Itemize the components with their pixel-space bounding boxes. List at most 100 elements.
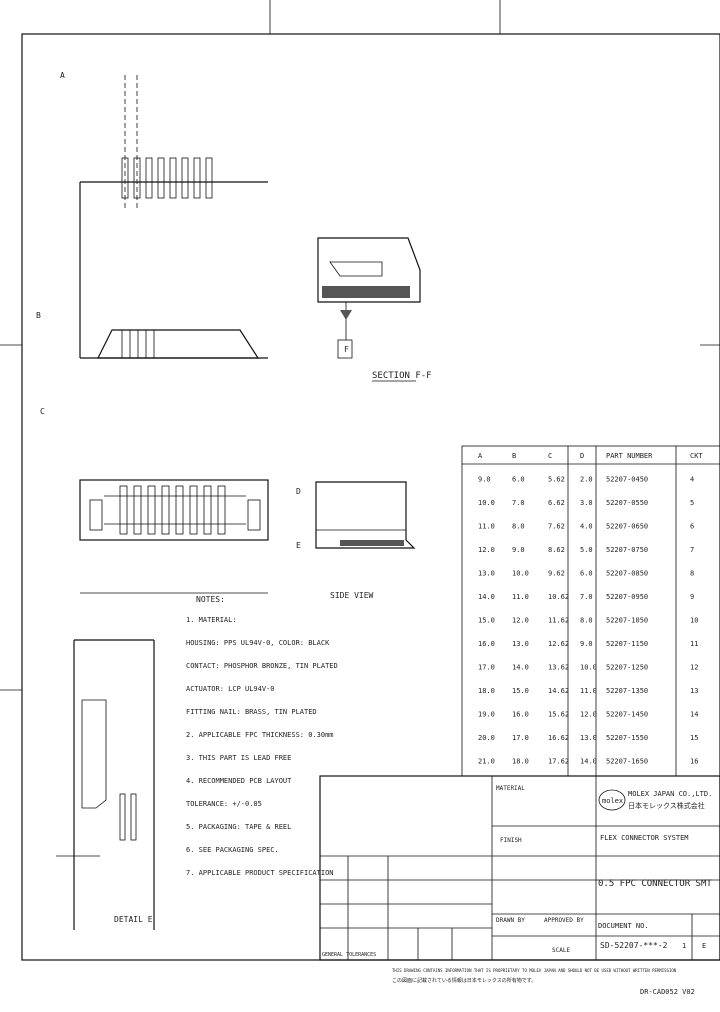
table-cell: 13.0 bbox=[478, 570, 495, 578]
table-cell: 8.62 bbox=[548, 546, 565, 554]
material-label: MATERIAL bbox=[496, 785, 525, 792]
table-cell: 14.62 bbox=[548, 687, 569, 695]
table-cell: 52207-1450 bbox=[606, 711, 648, 719]
note-line: FITTING NAIL: BRASS, TIN PLATED bbox=[186, 708, 317, 716]
table-cell: 4 bbox=[690, 476, 694, 484]
disclaimer-line-1: THIS DRAWING CONTAINS INFORMATION THAT I… bbox=[392, 968, 677, 973]
table-header-cell: PART NUMBER bbox=[606, 452, 653, 460]
table-cell: 7.0 bbox=[512, 499, 525, 507]
note-line: CONTACT: PHOSPHOR BRONZE, TIN PLATED bbox=[186, 662, 338, 670]
table-cell: 11 bbox=[690, 640, 698, 648]
callout-a: A bbox=[60, 71, 65, 80]
detail-e-view: DETAIL E bbox=[56, 639, 155, 930]
table-cell: 17.62 bbox=[548, 758, 569, 766]
table-cell: 15.0 bbox=[478, 617, 495, 625]
note-line: 4. RECOMMENDED PCB LAYOUT bbox=[186, 777, 292, 785]
table-cell: 2.0 bbox=[580, 476, 593, 484]
table-cell: 3.0 bbox=[580, 499, 593, 507]
front-view bbox=[79, 479, 269, 594]
table-cell: 52207-1150 bbox=[606, 640, 648, 648]
table-cell: 14 bbox=[690, 711, 698, 719]
side-view: SIDE VIEW bbox=[315, 481, 416, 600]
table-header-cell: A bbox=[478, 452, 483, 460]
table-cell: 10.62 bbox=[548, 593, 569, 601]
table-cell: 9.62 bbox=[548, 570, 565, 578]
series-name: FLEX CONNECTOR SYSTEM bbox=[600, 834, 689, 842]
table-cell: 8.0 bbox=[512, 523, 525, 531]
table-cell: 21.0 bbox=[478, 758, 495, 766]
finish-label: FINISH bbox=[500, 837, 522, 844]
scale-label: SCALE bbox=[552, 947, 570, 954]
table-cell: 14.0 bbox=[580, 758, 597, 766]
table-cell: 52207-0450 bbox=[606, 476, 648, 484]
callout-e: E bbox=[296, 541, 301, 550]
table-cell: 4.0 bbox=[580, 523, 593, 531]
table-cell: 13.0 bbox=[512, 640, 529, 648]
table-cell: 6.0 bbox=[512, 476, 525, 484]
table-cell: 13.62 bbox=[548, 664, 569, 672]
sheet-no: 1 bbox=[682, 942, 686, 950]
table-cell: 16 bbox=[690, 758, 698, 766]
table-cell: 5.62 bbox=[548, 476, 565, 484]
table-cell: 52207-0850 bbox=[606, 570, 648, 578]
disclaimer-line-2: この図面に記載されている情報は日本モレックスの所有物です。 bbox=[392, 977, 536, 984]
table-cell: 7 bbox=[690, 546, 694, 554]
table-cell: 17.0 bbox=[478, 664, 495, 672]
company-name-jp: 日本モレックス株式会社 bbox=[628, 801, 705, 810]
table-cell: 52207-1650 bbox=[606, 758, 648, 766]
section-f-view: SECTION F-F bbox=[317, 237, 432, 382]
table-cell: 11.0 bbox=[478, 523, 495, 531]
table-header-cell: D bbox=[580, 452, 584, 460]
table-cell: 52207-0650 bbox=[606, 523, 648, 531]
notes-lines: 1. MATERIAL: HOUSING: PPS UL94V-0, COLOR… bbox=[186, 616, 338, 877]
section-f-label: SECTION F-F bbox=[372, 371, 432, 381]
note-line: 1. MATERIAL: bbox=[186, 616, 237, 624]
table-cell: 7.62 bbox=[548, 523, 565, 531]
top-view bbox=[79, 75, 268, 359]
table-cell: 5 bbox=[690, 499, 694, 507]
drawn-label: DRAWN BY bbox=[496, 917, 525, 924]
callout-c: C bbox=[40, 407, 45, 416]
callout-b: B bbox=[36, 311, 41, 320]
table-cell: 16.0 bbox=[478, 640, 495, 648]
table-cell: 12 bbox=[690, 664, 698, 672]
callouts: A B C D E F bbox=[36, 71, 349, 550]
table-cell: 16.62 bbox=[548, 734, 569, 742]
note-line: TOLERANCE: +/-0.05 bbox=[186, 800, 262, 808]
table-cell: 9 bbox=[690, 593, 694, 601]
table-cell: 16.0 bbox=[512, 711, 529, 719]
molex-logo: molex bbox=[598, 789, 626, 811]
table-cell: 10.0 bbox=[478, 499, 495, 507]
note-line: 2. APPLICABLE FPC THICKNESS: 0.30mm bbox=[186, 731, 334, 739]
table-cell: 6.62 bbox=[548, 499, 565, 507]
table-cell: 52207-0750 bbox=[606, 546, 648, 554]
table-cell: 52207-1250 bbox=[606, 664, 648, 672]
table-cell: 52207-0950 bbox=[606, 593, 648, 601]
table-cell: 15.0 bbox=[512, 687, 529, 695]
front-view-contacts bbox=[119, 485, 226, 535]
table-cell: 11.0 bbox=[580, 687, 597, 695]
table-cell: 18.0 bbox=[512, 758, 529, 766]
table-cell: 8.0 bbox=[580, 617, 593, 625]
side-view-label: SIDE VIEW bbox=[330, 591, 374, 600]
table-header-cell: C bbox=[548, 452, 552, 460]
table-cell: 52207-1550 bbox=[606, 734, 648, 742]
table-cell: 13 bbox=[690, 687, 698, 695]
table-cell: 15 bbox=[690, 734, 698, 742]
footer-code: DR-CAD052 V02 bbox=[640, 988, 695, 996]
table-cell: 11.62 bbox=[548, 617, 569, 625]
note-line: 3. THIS PART IS LEAD FREE bbox=[186, 754, 291, 762]
table-cell: 7.0 bbox=[580, 593, 593, 601]
table-cell: 12.62 bbox=[548, 640, 569, 648]
table-cell: 52207-0550 bbox=[606, 499, 648, 507]
callout-d: D bbox=[296, 487, 301, 496]
revision: E bbox=[702, 942, 706, 950]
table-cell: 52207-1050 bbox=[606, 617, 648, 625]
table-cell: 20.0 bbox=[478, 734, 495, 742]
table-cell: 52207-1350 bbox=[606, 687, 648, 695]
table-cell: 18.0 bbox=[478, 687, 495, 695]
top-view-pins bbox=[121, 157, 213, 199]
drawing-title: 0.5 FPC CONNECTOR SMT bbox=[598, 879, 712, 889]
